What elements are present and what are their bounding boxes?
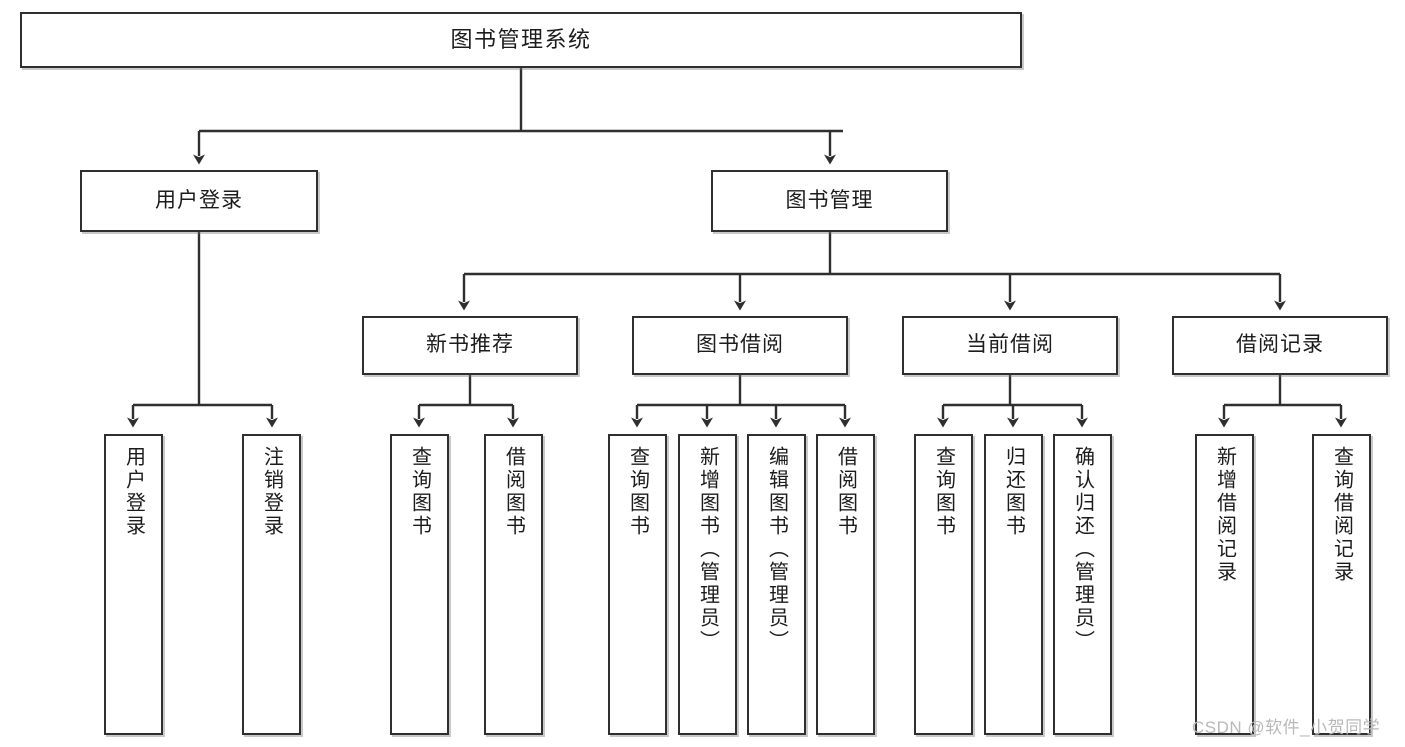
node-leaf-user-login[interactable]: 用户登录: [104, 434, 163, 735]
node-root-label: 图书管理系统: [450, 27, 592, 53]
node-user-login-label: 用户登录: [155, 188, 243, 212]
node-leaf-query-book-3-label: 查询图书: [932, 446, 955, 538]
node-current-borrow-label: 当前借阅: [966, 333, 1054, 357]
node-leaf-add-borrow-record[interactable]: 新增借阅记录: [1195, 434, 1254, 735]
node-borrow-record[interactable]: 借阅记录: [1172, 316, 1388, 375]
node-new-book-recommend[interactable]: 新书推荐: [362, 316, 578, 375]
node-leaf-logout-login[interactable]: 注销登录: [242, 434, 301, 735]
node-leaf-add-borrow-record-label: 新增借阅记录: [1213, 446, 1236, 584]
node-leaf-borrow-book-1-label: 借阅图书: [502, 446, 525, 538]
node-leaf-query-borrow-record[interactable]: 查询借阅记录: [1312, 434, 1371, 735]
node-leaf-add-book-admin-label: 新增图书（管理员）: [696, 446, 719, 653]
node-book-management[interactable]: 图书管理: [711, 170, 948, 232]
watermark: CSDN @软件_小贺同学: [1192, 718, 1381, 737]
node-leaf-query-book-2-label: 查询图书: [626, 446, 649, 538]
node-leaf-borrow-book-2[interactable]: 借阅图书: [816, 434, 875, 735]
node-leaf-confirm-return-admin[interactable]: 确认归还（管理员）: [1053, 434, 1112, 735]
node-leaf-query-book-2[interactable]: 查询图书: [608, 434, 667, 735]
node-leaf-query-book-1[interactable]: 查询图书: [390, 434, 449, 735]
node-book-borrow-label: 图书借阅: [696, 333, 784, 357]
node-book-borrow[interactable]: 图书借阅: [632, 316, 848, 375]
node-borrow-record-label: 借阅记录: [1236, 333, 1324, 357]
node-leaf-query-borrow-record-label: 查询借阅记录: [1330, 446, 1353, 584]
node-leaf-borrow-book-2-label: 借阅图书: [834, 446, 857, 538]
node-current-borrow[interactable]: 当前借阅: [902, 316, 1118, 375]
node-leaf-return-book-label: 归还图书: [1002, 446, 1025, 538]
node-leaf-return-book[interactable]: 归还图书: [984, 434, 1043, 735]
node-leaf-query-book-1-label: 查询图书: [408, 446, 431, 538]
node-user-login[interactable]: 用户登录: [80, 170, 318, 232]
node-leaf-edit-book-admin-label: 编辑图书（管理员）: [765, 446, 788, 653]
node-leaf-borrow-book-1[interactable]: 借阅图书: [484, 434, 543, 735]
node-leaf-add-book-admin[interactable]: 新增图书（管理员）: [678, 434, 737, 735]
node-leaf-confirm-return-admin-label: 确认归还（管理员）: [1071, 446, 1094, 653]
node-new-book-recommend-label: 新书推荐: [426, 333, 514, 357]
node-leaf-query-book-3[interactable]: 查询图书: [914, 434, 973, 735]
node-book-management-label: 图书管理: [785, 188, 874, 212]
node-leaf-user-login-label: 用户登录: [122, 446, 145, 538]
node-leaf-logout-login-label: 注销登录: [260, 446, 283, 538]
node-leaf-edit-book-admin[interactable]: 编辑图书（管理员）: [747, 434, 806, 735]
node-root[interactable]: 图书管理系统: [20, 12, 1022, 68]
